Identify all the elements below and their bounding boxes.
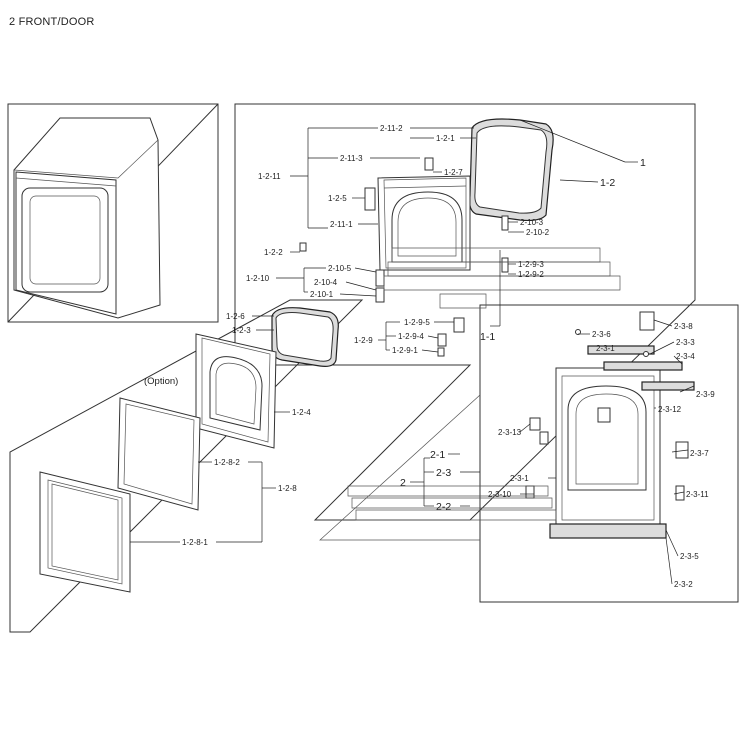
callout-1-2-3: 1-2-3 xyxy=(232,326,251,335)
callout-2-10-1: 2-10-1 xyxy=(310,290,334,299)
callout-2-11-1: 2-11-1 xyxy=(330,220,353,229)
callout-1-2-9-4: 1-2-9-4 xyxy=(398,332,424,341)
callout-2-11-2: 2-11-2 xyxy=(380,124,403,133)
latch-2-3-13 xyxy=(529,417,541,431)
door-inner-frame-2-11-1 xyxy=(377,175,471,271)
callout-2-3-1: 2-3-1 xyxy=(596,344,615,353)
callout-2-3-4: 2-3-4 xyxy=(676,352,695,361)
page-title: 2 FRONT/DOOR xyxy=(9,16,95,28)
front-panel-2-2 xyxy=(555,367,661,529)
strip-2-3-4 xyxy=(603,361,683,371)
callout-2-3-11: 2-3-11 xyxy=(686,490,709,499)
callout-2-3-3: 2-3-3 xyxy=(676,338,695,347)
strip-2-3-1 xyxy=(587,345,655,355)
callout-2-3-13: 2-3-13 xyxy=(498,428,522,437)
hinge-2-3-12 xyxy=(597,407,611,423)
callout-1-2-1: 1-2-1 xyxy=(436,134,455,143)
callout-2-3: 2-3 xyxy=(436,467,451,479)
latch-part-1-2-9-3 xyxy=(501,257,509,273)
door-cover-option-1-2-8-2 xyxy=(117,397,201,511)
hinge-part-2-10-5 xyxy=(375,269,385,287)
callout-2-10-3: 2-10-3 xyxy=(520,218,544,227)
callout-1-2-8-2: 1-2-8-2 xyxy=(214,458,240,467)
callout-1-2-8: 1-2-8 xyxy=(278,484,297,493)
callout-2-3-7: 2-3-7 xyxy=(690,449,709,458)
callout-1-1: 1-1 xyxy=(480,331,495,343)
option-label: (Option) xyxy=(144,376,178,387)
callout-2-3-2: 2-3-2 xyxy=(674,580,693,589)
leader-lines xyxy=(130,119,695,585)
door-outer-panel-1-2-8-1 xyxy=(39,471,131,593)
callout-1-2-9-3: 1-2-9-3 xyxy=(518,260,544,269)
callout-1-2-9-2: 1-2-9-2 xyxy=(518,270,544,279)
callout-1-2-5: 1-2-5 xyxy=(328,194,347,203)
latch-part-1-2-9-4 xyxy=(437,333,447,347)
callout-1-2-9-5: 1-2-9-5 xyxy=(404,318,430,327)
frame-front-connector xyxy=(319,394,481,541)
callout-2-10-5: 2-10-5 xyxy=(328,264,352,273)
callout-1-2-10: 1-2-10 xyxy=(246,274,270,283)
callout-1-2-6: 1-2-6 xyxy=(226,312,245,321)
callout-2-3-9: 2-3-9 xyxy=(696,390,715,399)
latch-part-1-2-9-5 xyxy=(453,317,465,333)
callout-2-1: 2-1 xyxy=(430,449,445,461)
frame-front-panel xyxy=(479,304,739,603)
hinge-2-3-8 xyxy=(639,311,655,331)
dryer-overview-illustration xyxy=(13,117,161,319)
callout-1-2-9: 1-2-9 xyxy=(354,336,373,345)
callout-1-2-7: 1-2-7 xyxy=(444,168,463,177)
callout-2-3-1-lower: 2-3-1 xyxy=(510,474,529,483)
door-frame-outline xyxy=(383,247,621,309)
door-inner-panel-1-2-4 xyxy=(195,333,277,449)
screw-1-2-2 xyxy=(299,242,307,252)
callout-1: 1 xyxy=(640,157,646,169)
frame-door-parts xyxy=(9,299,364,633)
callout-1-2-9-1: 1-2-9-1 xyxy=(392,346,418,355)
callout-2-3-6: 2-3-6 xyxy=(592,330,611,339)
screw-2-3-3 xyxy=(643,351,649,357)
strip-2-3-9 xyxy=(641,381,695,391)
callout-1-2: 1-2 xyxy=(600,177,615,189)
callout-2: 2 xyxy=(400,477,406,489)
callout-2-10-4: 2-10-4 xyxy=(314,278,338,287)
bracket-part-1-2-7 xyxy=(424,157,434,171)
callout-2-3-8: 2-3-8 xyxy=(674,322,693,331)
latch-2-1 xyxy=(539,431,549,445)
callout-1-2-11: 1-2-11 xyxy=(258,172,281,181)
door-glass-1-2-6 xyxy=(271,307,339,367)
panel-outline-rings xyxy=(347,485,557,521)
callout-2-10-2: 2-10-2 xyxy=(526,228,550,237)
callout-2-3-5: 2-3-5 xyxy=(680,552,699,561)
callout-1-2-8-1: 1-2-8-1 xyxy=(182,538,208,547)
screw-2-3-6 xyxy=(575,329,581,335)
callout-2-2: 2-2 xyxy=(436,501,451,513)
callout-2-3-12: 2-3-12 xyxy=(658,405,682,414)
callout-1-2-4: 1-2-4 xyxy=(292,408,311,417)
hinge-part-1-2-5 xyxy=(364,187,376,211)
callout-2-11-3: 2-11-3 xyxy=(340,154,363,163)
latch-part-2-10-3 xyxy=(501,215,509,231)
door-gasket-1-2-1 xyxy=(469,118,554,222)
callout-1-2-2: 1-2-2 xyxy=(264,248,283,257)
callout-2-3-10: 2-3-10 xyxy=(488,490,512,499)
bottom-strip-2-3-5 xyxy=(549,523,667,539)
hinge-part-2-10-4 xyxy=(375,287,385,303)
latch-part-1-2-9-1 xyxy=(437,347,445,357)
